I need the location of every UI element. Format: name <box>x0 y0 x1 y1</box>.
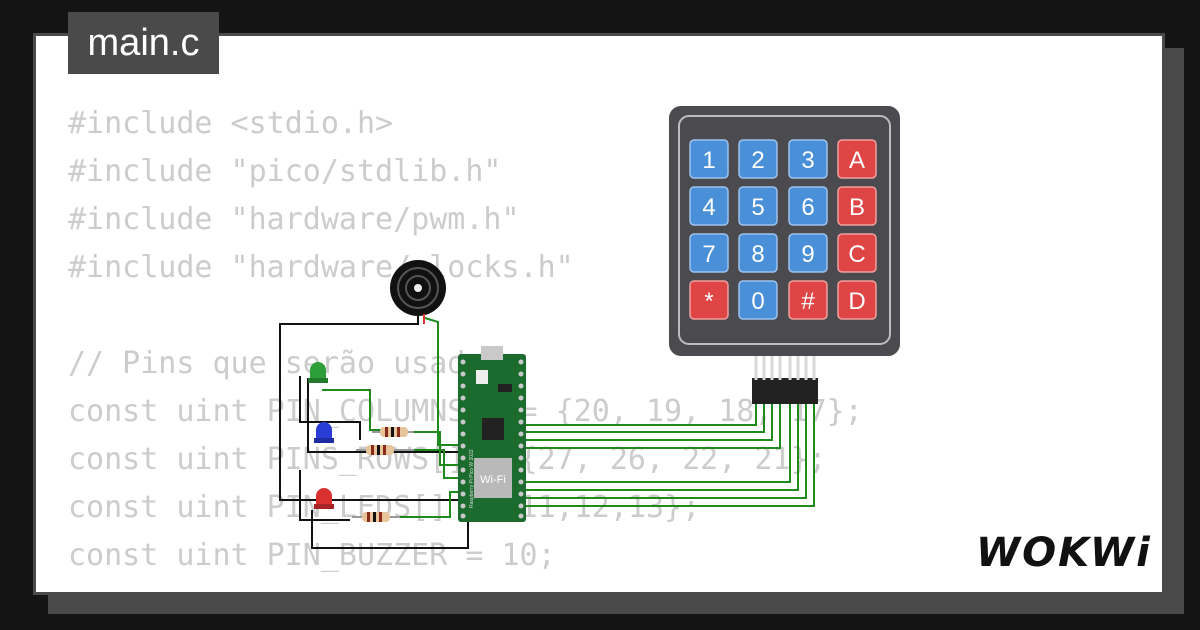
keypad-key-5[interactable]: 5 <box>738 186 778 226</box>
svg-text:#: # <box>801 288 815 315</box>
keypad-key-4[interactable]: 4 <box>689 186 729 226</box>
code-line: const uint PIN_COLUMNS[] = {20, 19, 18, … <box>68 394 863 429</box>
wifi-chip-label: Wi-Fi <box>480 474 506 486</box>
code-line: const uint PIN_LEDS[] = {11,12,13}; <box>68 490 701 525</box>
keypad-key-2[interactable]: 2 <box>738 139 778 179</box>
keypad-key-8[interactable]: 8 <box>738 233 778 273</box>
keypad-key-c[interactable]: C <box>837 233 877 273</box>
svg-text:9: 9 <box>801 241 814 268</box>
led-green[interactable] <box>308 362 328 383</box>
svg-text:8: 8 <box>751 241 764 268</box>
svg-text:4: 4 <box>702 194 715 221</box>
wokwi-logo: WOKWi <box>976 530 1152 576</box>
code-line: #include <stdio.h> <box>68 106 394 141</box>
code-line: #include "pico/stdlib.h" <box>68 154 502 189</box>
buzzer[interactable] <box>390 260 446 324</box>
board-silkscreen: Raspberry Pi Pico W 2022 <box>469 449 475 508</box>
svg-text:2: 2 <box>751 147 764 174</box>
resistor[interactable] <box>372 427 414 437</box>
green-wires <box>322 317 815 518</box>
svg-text:6: 6 <box>801 194 814 221</box>
svg-text:*: * <box>704 288 713 315</box>
keypad-key-0[interactable]: 0 <box>738 280 778 320</box>
resistor[interactable] <box>352 512 400 522</box>
wokwi-logo-text: WOKWi <box>976 530 1152 576</box>
pico-w-board[interactable]: Wi-Fi Raspberry Pi Pico W 2022 <box>458 346 526 522</box>
keypad-key-hash[interactable]: # <box>788 280 828 320</box>
keypad-key-d[interactable]: D <box>837 280 877 320</box>
preview-card <box>33 33 1165 595</box>
keypad-key-7[interactable]: 7 <box>689 233 729 273</box>
code-preview: #include <stdio.h> #include "pico/stdlib.… <box>68 100 863 580</box>
code-line: const uint PINS_ROWS[] = {27, 26, 22, 21… <box>68 442 827 477</box>
keypad-key-3[interactable]: 3 <box>788 139 828 179</box>
svg-text:0: 0 <box>751 288 764 315</box>
resistor[interactable] <box>356 445 414 455</box>
svg-text:3: 3 <box>801 147 814 174</box>
svg-text:1: 1 <box>702 147 715 174</box>
keypad-key-6[interactable]: 6 <box>788 186 828 226</box>
keypad-key-a[interactable]: A <box>837 139 877 179</box>
keypad-key-b[interactable]: B <box>837 186 877 226</box>
code-line: const uint PIN_BUZZER = 10; <box>68 538 556 573</box>
code-line: #include "hardware/pwm.h" <box>68 202 520 237</box>
keypad-key-9[interactable]: 9 <box>788 233 828 273</box>
svg-text:7: 7 <box>702 241 715 268</box>
led-blue[interactable] <box>314 422 334 443</box>
svg-text:B: B <box>849 194 865 221</box>
svg-text:A: A <box>849 147 865 174</box>
svg-text:5: 5 <box>751 194 764 221</box>
file-tab[interactable]: main.c <box>68 12 219 74</box>
keypad[interactable]: 1 2 3 A 4 5 6 B 7 8 9 C * 0 # D <box>669 106 900 404</box>
led-red[interactable] <box>314 488 334 509</box>
keypad-key-star[interactable]: * <box>689 280 729 320</box>
svg-text:D: D <box>848 288 865 315</box>
svg-text:C: C <box>848 241 865 268</box>
keypad-key-1[interactable]: 1 <box>689 139 729 179</box>
